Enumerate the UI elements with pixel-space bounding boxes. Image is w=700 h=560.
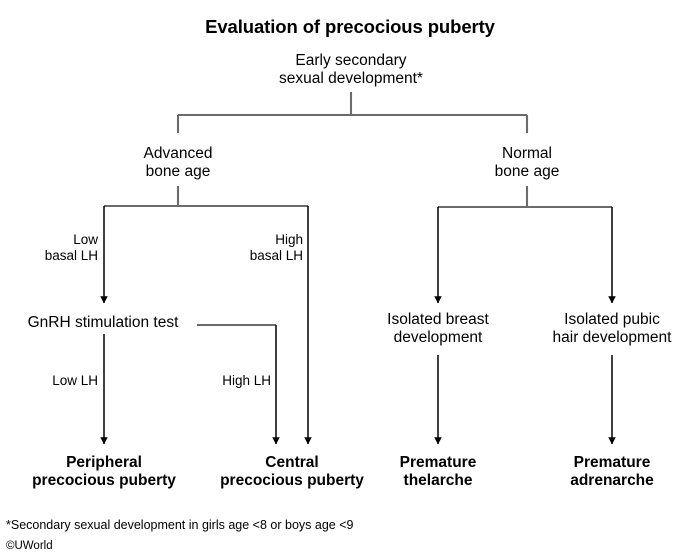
node-isolated-pubic-hair-development: Isolated pubic hair development (552, 311, 672, 347)
edge-label-low-basal-lh: Low basal LH (44, 232, 98, 264)
node-normal-bone-age: Normal bone age (494, 145, 560, 181)
edge-label-high-lh: High LH (222, 373, 271, 388)
node-root: Early secondary sexual development* (279, 52, 423, 88)
node-peripheral-precocious-puberty: Peripheral precocious puberty (32, 454, 176, 490)
node-premature-thelarche: Premature thelarche (399, 454, 477, 490)
edge-label-low-lh: Low LH (52, 373, 98, 388)
copyright-notice: ©UWorld (6, 540, 53, 552)
node-central-precocious-puberty: Central precocious puberty (220, 454, 364, 490)
chart-title: Evaluation of precocious puberty (205, 16, 495, 37)
node-advanced-bone-age: Advanced bone age (143, 145, 213, 181)
node-premature-adrenarche: Premature adrenarche (570, 454, 654, 490)
edge-label-high-basal-lh: High basal LH (249, 232, 303, 264)
footnote: *Secondary sexual development in girls a… (6, 518, 354, 532)
node-gnrh-stimulation-test: GnRH stimulation test (27, 314, 179, 331)
node-isolated-breast-development: Isolated breast development (387, 311, 489, 347)
